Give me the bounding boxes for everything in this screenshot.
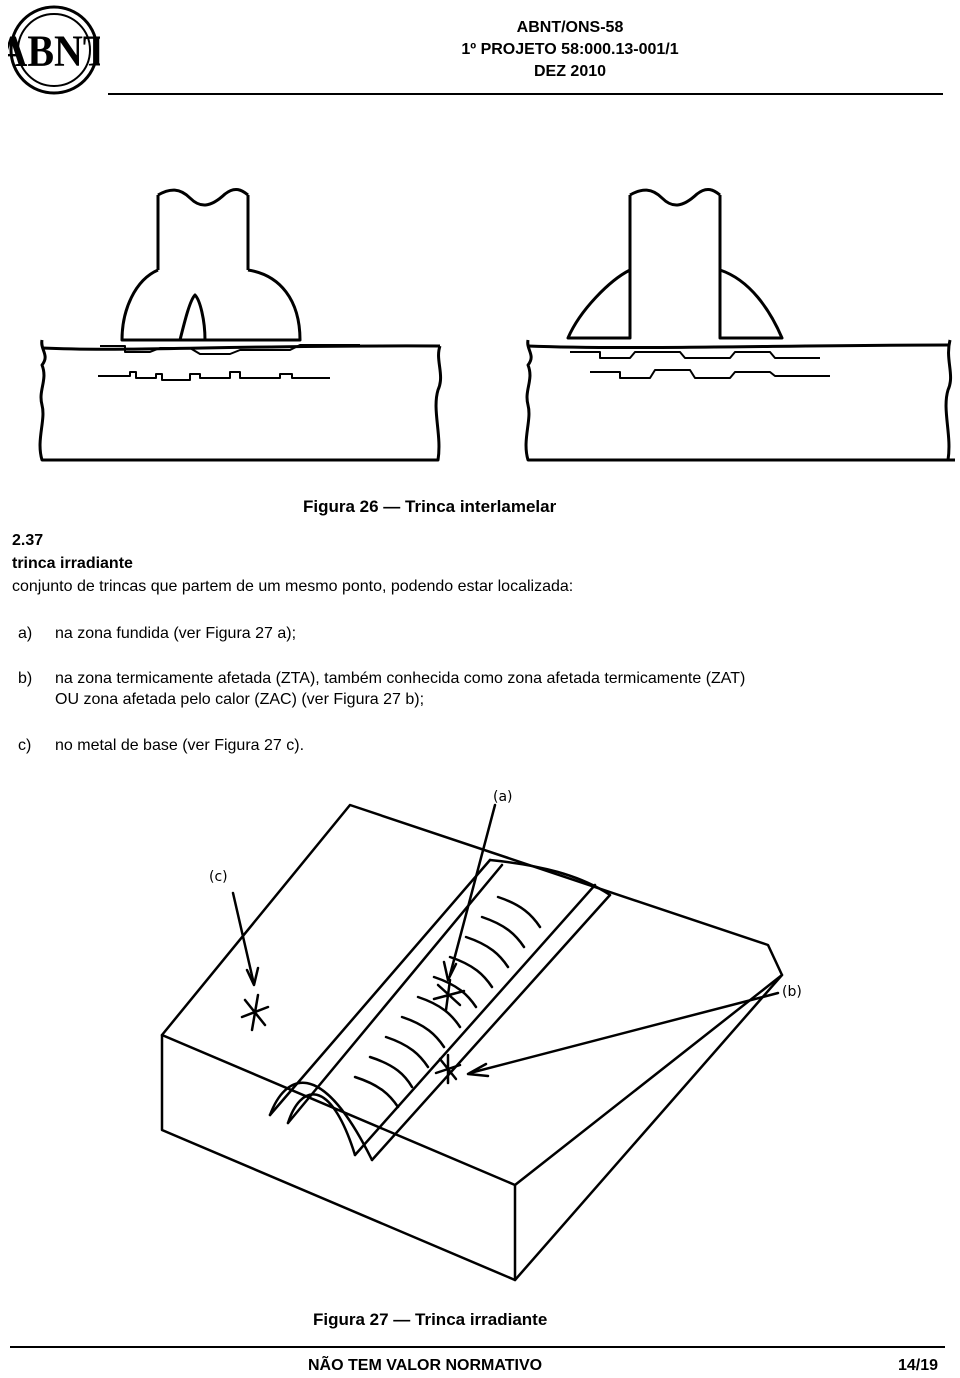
- header-date: DEZ 2010: [533, 63, 607, 80]
- page-number: 14/19: [898, 1357, 939, 1374]
- list-item-marker-c: c): [18, 737, 32, 754]
- list-item-text-a: na zona fundida (ver Figura 27 a);: [55, 625, 297, 642]
- figure-26-caption: Figura 26 — Trinca interlamelar: [303, 497, 557, 516]
- list-item-marker-a: a): [18, 625, 33, 642]
- list-item-text-b: na zona termicamente afetada (ZTA), tamb…: [55, 670, 746, 687]
- list-item-text-b-cont: OU zona afetada pelo calor (ZAC) (ver Fi…: [55, 691, 425, 708]
- list-item-text-c: no metal de base (ver Figura 27 c).: [55, 737, 305, 754]
- figure-27-label-c: (c): [209, 869, 228, 885]
- list-item-marker-b: b): [18, 670, 33, 687]
- figure-27-label-a: (a): [493, 789, 513, 805]
- figure-26-drawing: [38, 187, 955, 462]
- figure-27-caption: Figura 27 — Trinca irradiante: [313, 1310, 548, 1329]
- svg-text:ABNT: ABNT: [8, 28, 100, 76]
- section-number: 2.37: [12, 532, 44, 549]
- header-rule: [108, 93, 943, 95]
- section-definition: conjunto de trincas que partem de um mes…: [12, 578, 574, 595]
- header-doc-id: ABNT/ONS-58: [516, 19, 624, 36]
- section-term: trinca irradiante: [12, 555, 133, 572]
- abnt-logo: ABNT: [8, 5, 100, 95]
- figure-27-label-b: (b): [782, 984, 802, 1000]
- header-project: 1º PROJETO 58:000.13-001/1: [461, 41, 679, 58]
- footer-normative-note: NÃO TEM VALOR NORMATIVO: [308, 1357, 543, 1374]
- footer-rule: [10, 1346, 945, 1348]
- figure-27-drawing: [160, 803, 784, 1282]
